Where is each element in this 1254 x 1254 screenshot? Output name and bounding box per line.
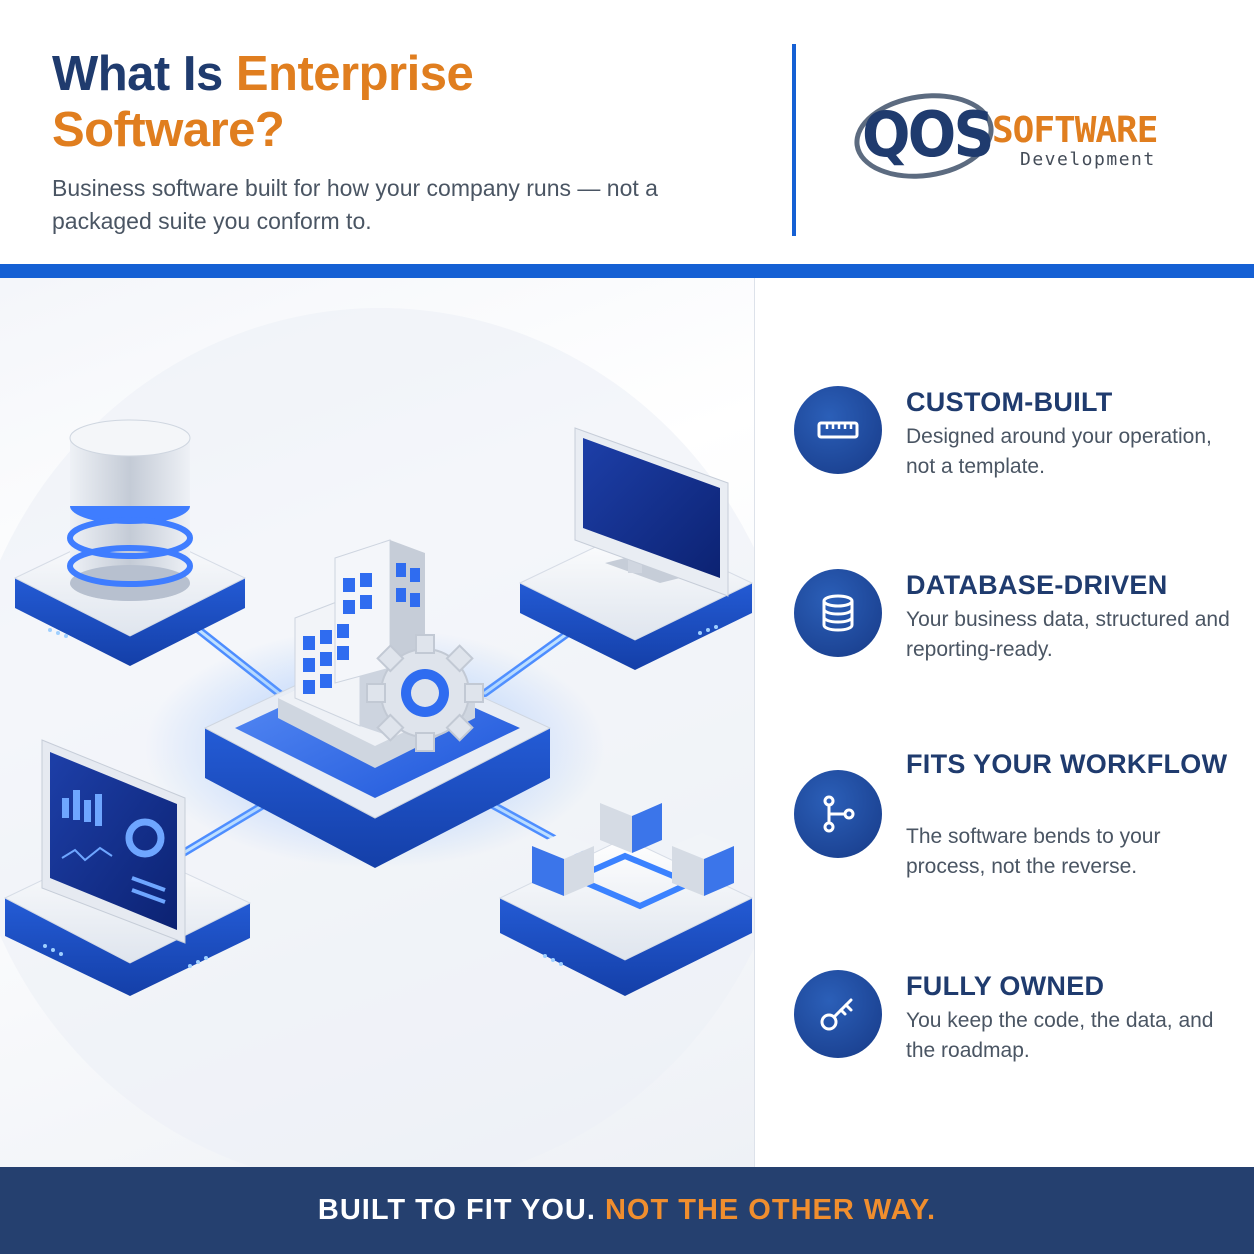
monitor-platform xyxy=(518,427,754,670)
page-subtitle: Business software built for how your com… xyxy=(52,175,658,234)
key-icon xyxy=(794,970,882,1058)
feature-fully-owned: FULLY OWNED You keep the code, the data,… xyxy=(794,970,1234,1070)
footer-tagline: BUILT TO FIT YOU. NOT THE OTHER WAY. xyxy=(318,1194,936,1227)
header-divider xyxy=(792,44,796,236)
feature-title: FULLY OWNED xyxy=(906,971,1105,1001)
feature-description: You keep the code, the data, and the roa… xyxy=(906,1009,1214,1062)
feature-description: Your business data, structured and repor… xyxy=(906,608,1230,661)
workflow-branch-icon xyxy=(794,770,882,858)
feature-description: Designed around your operation, not a te… xyxy=(906,425,1212,478)
dashboard-platform xyxy=(3,739,252,996)
header-accent-bar xyxy=(0,264,1254,278)
logo-brand: QOS xyxy=(862,98,995,171)
feature-title: CUSTOM-BUILT xyxy=(906,387,1113,417)
feature-title: FITS YOUR WORKFLOW xyxy=(906,749,1228,779)
ruler-icon xyxy=(794,386,882,474)
feature-description: The software bends to your process, not … xyxy=(906,825,1161,878)
feature-fits-workflow: FITS YOUR WORKFLOW The software bends to… xyxy=(794,749,1234,890)
database-platform xyxy=(13,419,247,666)
title-part-3: Software? xyxy=(52,103,285,157)
title-accent: Enterprise xyxy=(235,47,474,101)
network-illustration-svg xyxy=(0,308,754,1167)
footer-tagline-part-1: BUILT TO FIT YOU. xyxy=(317,1194,605,1226)
panel-divider xyxy=(754,278,755,1167)
page-title: What Is Enterprise Software? xyxy=(52,46,474,158)
company-logo: QOS SOFTWARE Development xyxy=(848,84,1202,192)
footer-banner: BUILT TO FIT YOU. NOT THE OTHER WAY. xyxy=(0,1167,1254,1254)
feature-custom-built: CUSTOM-BUILT Designed around your operat… xyxy=(794,386,1234,486)
header: What Is Enterprise Software? Business so… xyxy=(0,0,1254,264)
feature-title: DATABASE-DRIVEN xyxy=(906,570,1168,600)
footer-tagline-accent: NOT THE OTHER WAY. xyxy=(604,1194,937,1226)
network-illustration xyxy=(0,278,754,1167)
center-platform xyxy=(145,539,605,868)
cube-top xyxy=(600,790,662,853)
cube-right xyxy=(672,833,734,896)
logo-development: Development xyxy=(1020,149,1156,170)
title-part-1: What Is xyxy=(52,47,236,101)
feature-database-driven: DATABASE-DRIVEN Your business data, stru… xyxy=(794,569,1234,669)
cube-left xyxy=(532,833,594,896)
logo-software: SOFTWARE xyxy=(992,110,1158,151)
modules-platform xyxy=(498,790,754,996)
database-icon xyxy=(794,569,882,657)
